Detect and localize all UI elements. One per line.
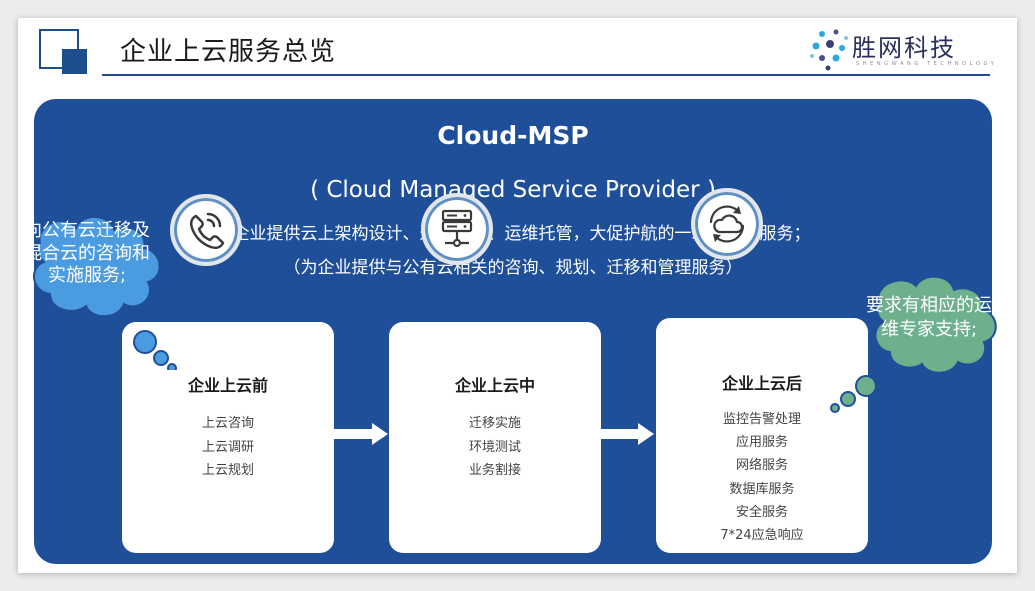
thought-cloud-icon xyxy=(830,275,997,413)
msp-panel: Cloud-MSP ( Cloud Managed Service Provid… xyxy=(34,99,992,564)
stage-icon-badge xyxy=(691,188,763,260)
page-title: 企业上云服务总览 xyxy=(120,37,337,67)
stage-item: 业务割接 xyxy=(468,463,521,478)
stage-item: 安全服务 xyxy=(735,504,788,520)
callout-text-right: 要求有相应的运维专家支持; xyxy=(866,295,992,340)
callout-cloud-right: 要求有相应的运维专家支持; xyxy=(826,266,1026,416)
corner-square-filled xyxy=(62,49,87,74)
flow-arrow-icon xyxy=(334,423,388,445)
slide: 企业上云服务总览 胜网科技 SHENGWANG TECHNOLOGY Cloud… xyxy=(18,18,1017,573)
cloud-cycle-icon xyxy=(709,205,745,243)
company-logo: 胜网科技 SHENGWANG TECHNOLOGY xyxy=(808,26,998,74)
stage-title: 企业上云后 xyxy=(721,374,802,393)
stage-title: 企业上云中 xyxy=(454,376,535,395)
stage-item: 应用服务 xyxy=(735,435,788,451)
stage-item: 环境测试 xyxy=(468,439,521,455)
panel-subtitle: ( Cloud Managed Service Provider ) xyxy=(310,177,716,203)
stage-card-during: 企业上云中 迁移实施 环境测试 业务割接 xyxy=(389,322,601,553)
stage-item: 上云规划 xyxy=(201,463,254,478)
stage-title: 企业上云前 xyxy=(187,376,268,395)
stage-item: 7*24应急响应 xyxy=(720,528,804,544)
panel-description-note: （为企业提供与公有云相关的咨询、规划、迁移和管理服务） xyxy=(283,258,743,278)
callout-cloud-left: 向公有云迁移及混合云的咨询和实施服务; xyxy=(10,210,178,370)
stage-item: 数据库服务 xyxy=(729,481,795,497)
phone-call-icon xyxy=(189,212,225,250)
stage-icon-badge xyxy=(170,194,242,266)
thought-cloud-icon xyxy=(33,216,177,370)
stage-item: 监控告警处理 xyxy=(722,412,801,427)
stage-item: 上云调研 xyxy=(201,439,254,455)
stage-item-list: 上云咨询 上云调研 上云规划 xyxy=(122,412,334,483)
logo-name: 胜网科技 xyxy=(852,34,956,62)
panel-description: 为企业提供云上架构设计、迁移支持、运维托管，大促护航的一站式综合服务； xyxy=(215,224,811,244)
stage-item: 上云咨询 xyxy=(201,416,254,431)
callout-text-left: 向公有云迁移及混合云的咨询和实施服务; xyxy=(24,220,150,286)
flow-arrow-icon xyxy=(600,423,654,445)
panel-title: Cloud-MSP xyxy=(437,121,589,150)
title-divider xyxy=(102,74,990,76)
stage-card-after: 企业上云后 监控告警处理 应用服务 网络服务 数据库服务 安全服务 7*24应急… xyxy=(656,318,868,553)
stage-icon-badge xyxy=(421,193,493,265)
stage-item-list: 迁移实施 环境测试 业务割接 xyxy=(389,412,601,483)
stage-item: 网络服务 xyxy=(735,458,788,474)
stage-item-list: 监控告警处理 应用服务 网络服务 数据库服务 安全服务 7*24应急响应 xyxy=(656,408,868,547)
logo-mark-icon xyxy=(810,29,848,71)
logo-subtitle: SHENGWANG TECHNOLOGY xyxy=(856,61,998,67)
stage-item: 迁移实施 xyxy=(468,416,521,431)
server-icon xyxy=(441,209,473,248)
